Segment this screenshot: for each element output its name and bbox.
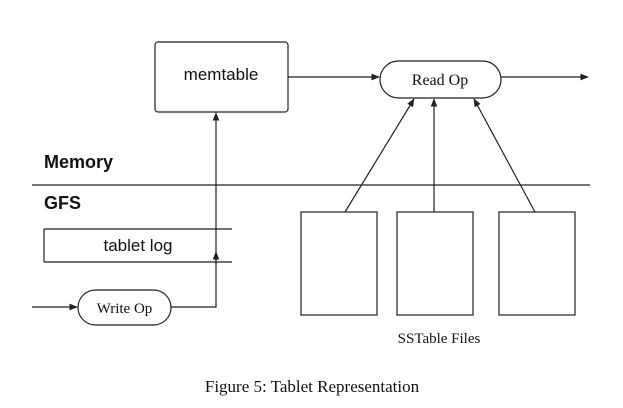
sstable-3-to-read-op-arrow <box>473 98 536 213</box>
read-op-node: Read Op <box>379 60 502 99</box>
figure-caption: Figure 5: Tablet Representation <box>205 377 420 396</box>
memtable-node: memtable <box>154 41 289 113</box>
sstable-file-3 <box>498 211 576 316</box>
read-op-pill <box>379 60 502 99</box>
memory-section-label: Memory <box>44 152 113 172</box>
tablet-log-node: tablet log <box>43 228 232 263</box>
write-op-to-memtable-arrow <box>171 112 220 308</box>
sstable-file-1 <box>300 211 378 316</box>
sstable-file-2 <box>396 211 474 316</box>
write-op-node: Write Op <box>77 289 172 326</box>
memtable-label: memtable <box>184 65 259 84</box>
sstable-1-to-read-op-arrow <box>344 98 415 213</box>
read-op-label: Read Op <box>412 72 468 89</box>
write-op-label: Write Op <box>97 301 153 317</box>
sstable-files-label: SSTable Files <box>398 331 481 347</box>
tablet-log-label: tablet log <box>104 236 173 255</box>
gfs-section-label: GFS <box>44 193 81 213</box>
